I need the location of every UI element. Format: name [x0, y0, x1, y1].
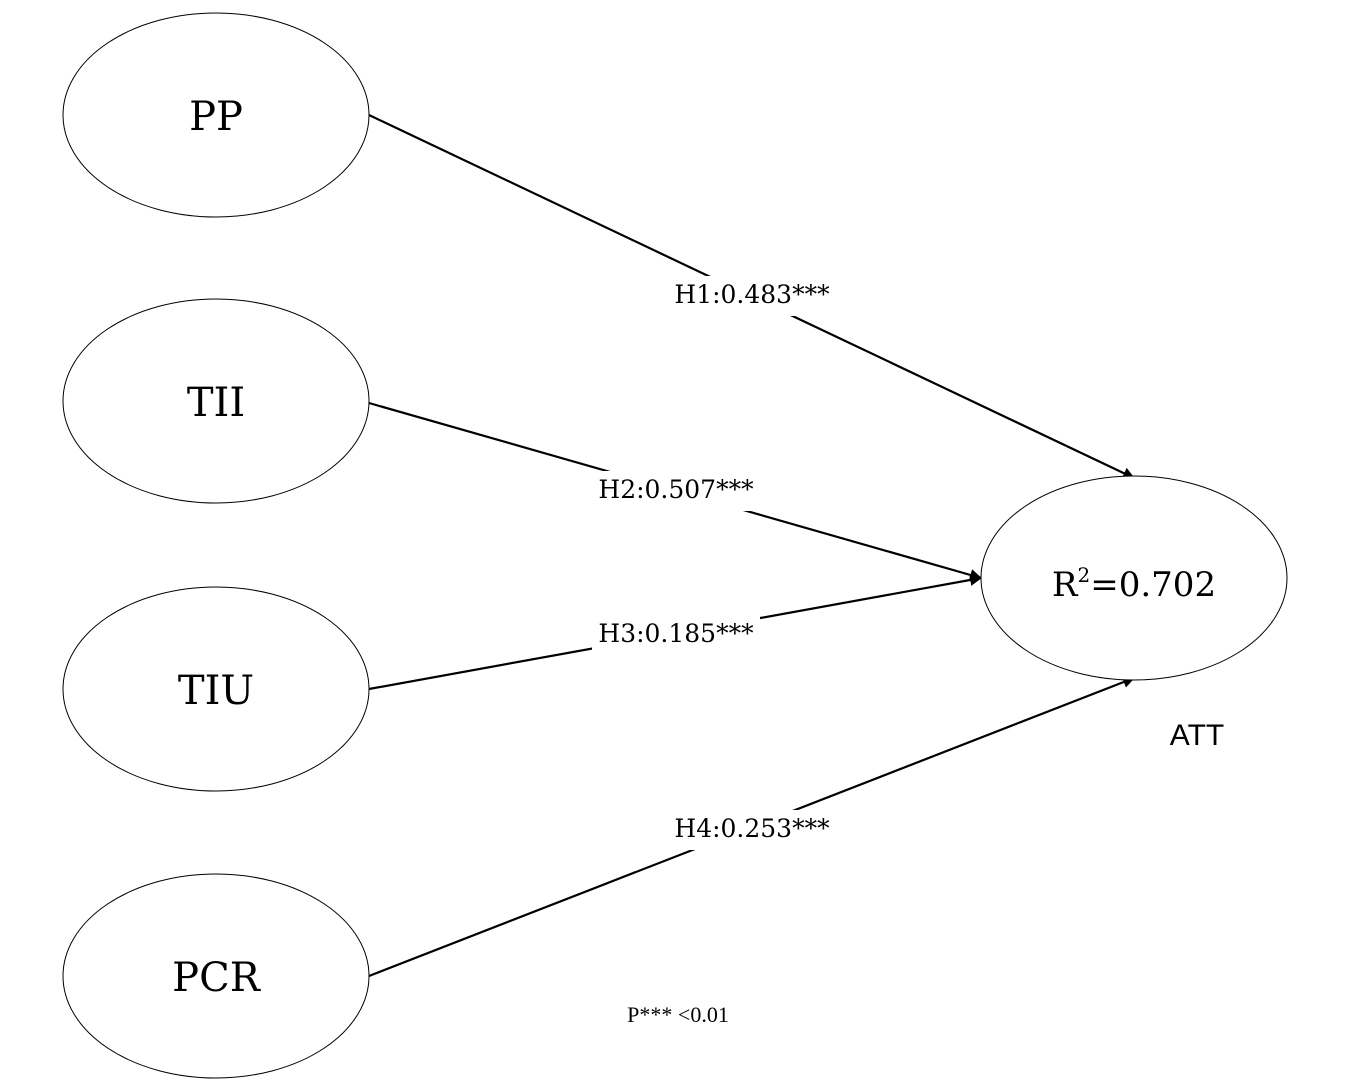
- construct-att-ellipse: [980, 475, 1288, 681]
- construct-tii-label: TII: [187, 380, 245, 426]
- construct-pcr: PCR: [62, 873, 370, 1079]
- r-squared-label: R2=0.702: [1052, 563, 1216, 605]
- path-label-h2: H2:0.507***: [592, 471, 760, 511]
- construct-pcr-ellipse: [62, 873, 370, 1079]
- path-label-h1-mask: [668, 276, 836, 316]
- construct-tii-ellipse: [62, 298, 370, 504]
- construct-att: R2=0.702: [980, 475, 1288, 681]
- construct-tiu: TIU: [62, 586, 370, 792]
- path-label-h1-text: H1:0.483***: [674, 280, 830, 309]
- construct-pcr-label: PCR: [172, 955, 262, 1001]
- path-label-h4-mask: [668, 810, 836, 850]
- path-label-h4-text: H4:0.253***: [674, 814, 830, 843]
- construct-pp: PP: [62, 12, 370, 218]
- path-label-h2-mask: [592, 471, 760, 511]
- path-label-h1: H1:0.483***: [668, 276, 836, 316]
- path-label-h3: H3:0.185***: [592, 615, 760, 655]
- r-squared-superscript: 2: [1078, 563, 1091, 587]
- construct-att-name: ATT: [1170, 719, 1224, 752]
- path-label-h3-text: H3:0.185***: [598, 619, 754, 648]
- construct-tii: TII: [62, 298, 370, 504]
- r-squared-prefix: R: [1052, 565, 1079, 605]
- significance-note: P*** <0.01: [627, 1002, 729, 1027]
- construct-tiu-ellipse: [62, 586, 370, 792]
- r-squared-value: =0.702: [1090, 565, 1216, 605]
- construct-pp-label: PP: [189, 94, 243, 140]
- path-label-h2-text: H2:0.507***: [598, 475, 754, 504]
- construct-tiu-label: TIU: [178, 668, 254, 714]
- construct-pp-ellipse: [62, 12, 370, 218]
- path-label-h4: H4:0.253***: [668, 810, 836, 850]
- path-label-h3-mask: [592, 615, 760, 655]
